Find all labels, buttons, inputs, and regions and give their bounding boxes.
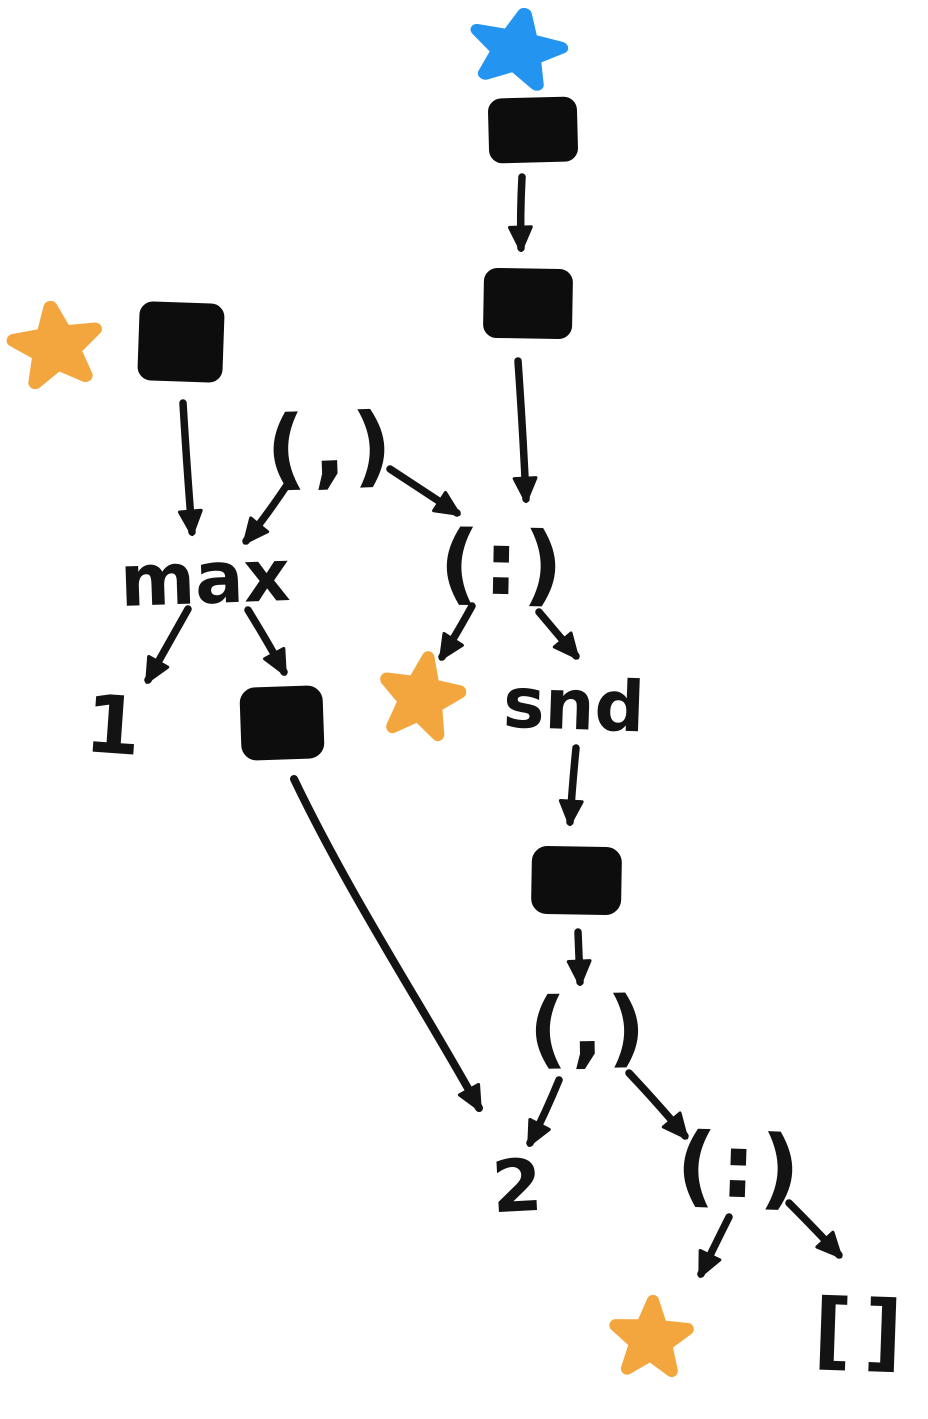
node-label-pair-bottom: (,)	[528, 978, 650, 1078]
edges-layer	[144, 173, 843, 1278]
edge-pair-top-to-cons-mid	[386, 465, 461, 517]
edge-pair-top-to-max	[242, 475, 295, 545]
edge-thunk-mid-to-cons-mid	[512, 357, 538, 504]
thunks-layer	[137, 96, 622, 916]
orange-star-icon	[613, 1299, 689, 1371]
edge-cons-mid-to-snd	[535, 608, 580, 660]
thunk-box	[483, 267, 573, 340]
orange-star-icon	[379, 651, 465, 737]
node-label-cons-mid: (:)	[438, 511, 567, 616]
edge-thunk-max-to-two	[290, 775, 483, 1112]
blue-star-icon	[469, 5, 566, 88]
node-label-empty-list: []	[812, 1280, 916, 1381]
node-label-one: 1	[82, 677, 144, 774]
edge-cons-bottom-to-nil	[785, 1199, 843, 1259]
labels-layer: (,) max (:) 1 snd (,) 2 (:) []	[82, 393, 916, 1382]
edge-max-to-one	[144, 605, 192, 684]
thunk-box	[531, 845, 622, 916]
orange-star-icon	[10, 302, 101, 385]
edge-max-to-thunk	[244, 606, 288, 676]
node-label-snd: snd	[502, 662, 646, 749]
node-label-max: max	[118, 533, 291, 623]
edge-pair-bottom-to-cons-bottom	[625, 1069, 689, 1140]
edge-thunk-left-to-max	[177, 399, 203, 537]
thunk-box	[239, 685, 325, 761]
node-label-pair-top: (,)	[264, 393, 399, 501]
edge-cons-mid-to-star	[438, 602, 476, 661]
thunk-box	[488, 96, 578, 164]
edge-snd-to-thunk	[558, 744, 584, 827]
edge-pair-bottom-to-two	[526, 1076, 563, 1147]
node-label-two: 2	[490, 1143, 544, 1230]
edge-cons-bottom-to-star	[697, 1213, 733, 1278]
edge-thunk-snd-to-pair-bottom	[566, 928, 592, 987]
thunk-box	[137, 301, 225, 383]
edge-thunk-top-to-thunk-mid	[507, 173, 533, 253]
node-label-cons-bottom: (:)	[675, 1113, 806, 1220]
